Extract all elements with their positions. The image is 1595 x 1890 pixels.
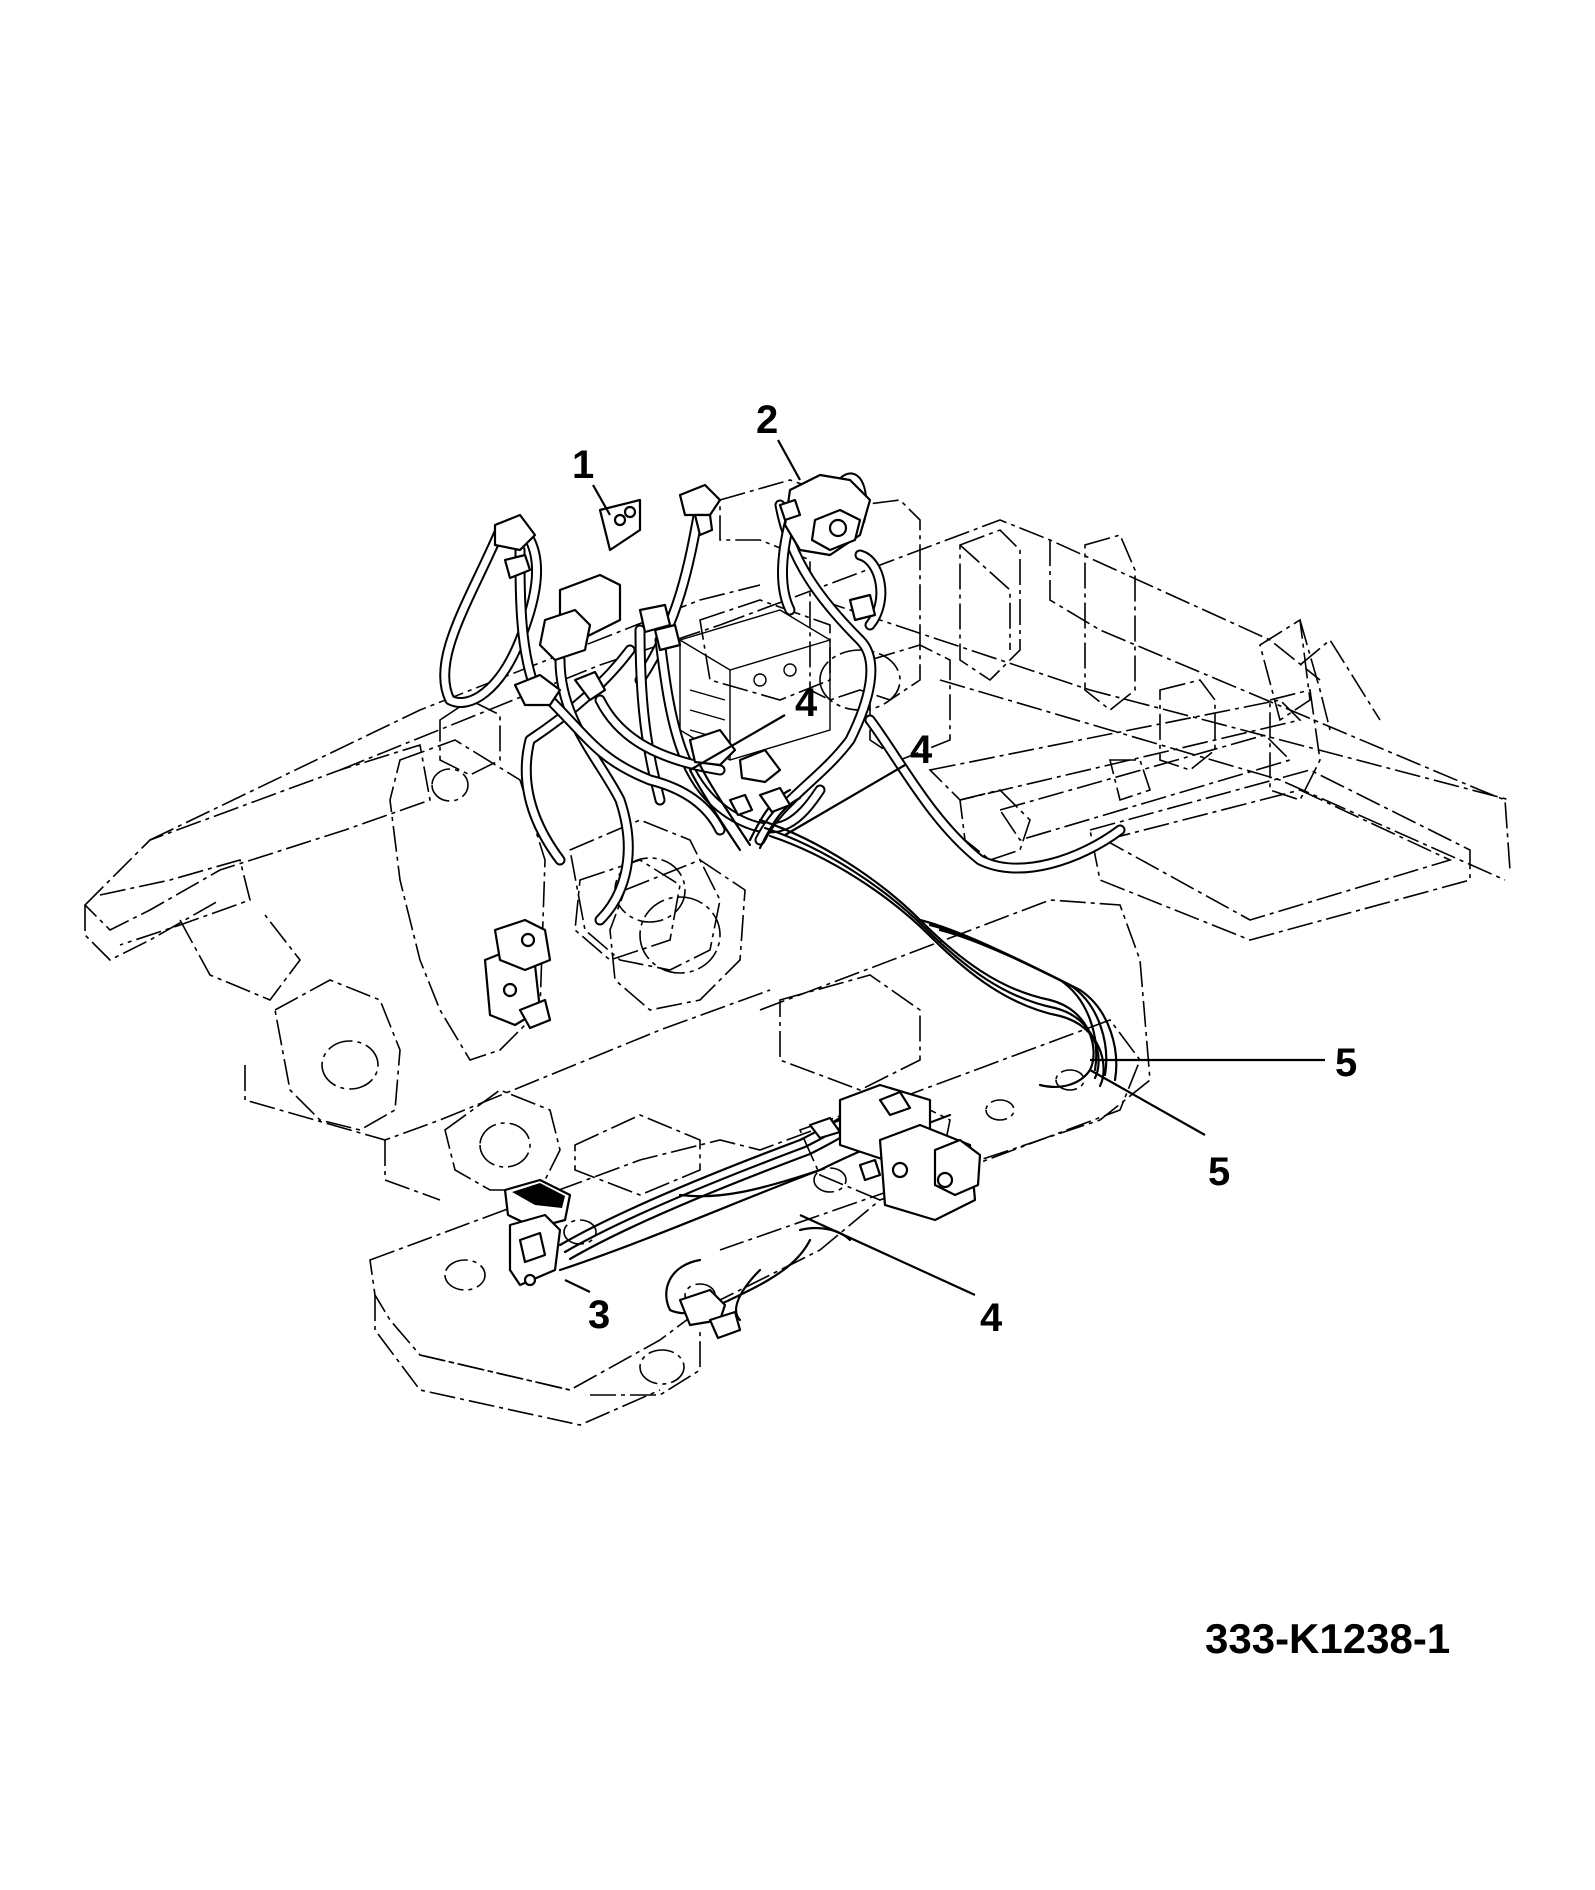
pilot-lines-4	[558, 763, 952, 1322]
callout-4c: 4	[980, 1296, 1003, 1340]
item-2-valve	[778, 473, 877, 622]
callout-leaders	[564, 439, 1325, 1297]
machine-frame-phantom	[83, 479, 1511, 1426]
callout-4b: 4	[910, 728, 933, 772]
boom-auxiliary-valve	[483, 918, 552, 1030]
callout-1: 1	[572, 443, 595, 487]
floor-pilot-valve	[678, 1083, 982, 1340]
callout-5a: 5	[1335, 1041, 1358, 1085]
item-1-valve-block	[493, 483, 722, 707]
drawing-number: 333-K1238-1	[1205, 1615, 1451, 1662]
control-valve-block	[679, 609, 831, 817]
callout-4a: 4	[795, 681, 818, 725]
hose-bundle-5	[758, 818, 1118, 1088]
callout-3: 3	[588, 1293, 611, 1337]
callout-5b: 5	[1208, 1150, 1231, 1194]
callout-2: 2	[756, 398, 779, 442]
item-3-pedal	[503, 1178, 572, 1287]
